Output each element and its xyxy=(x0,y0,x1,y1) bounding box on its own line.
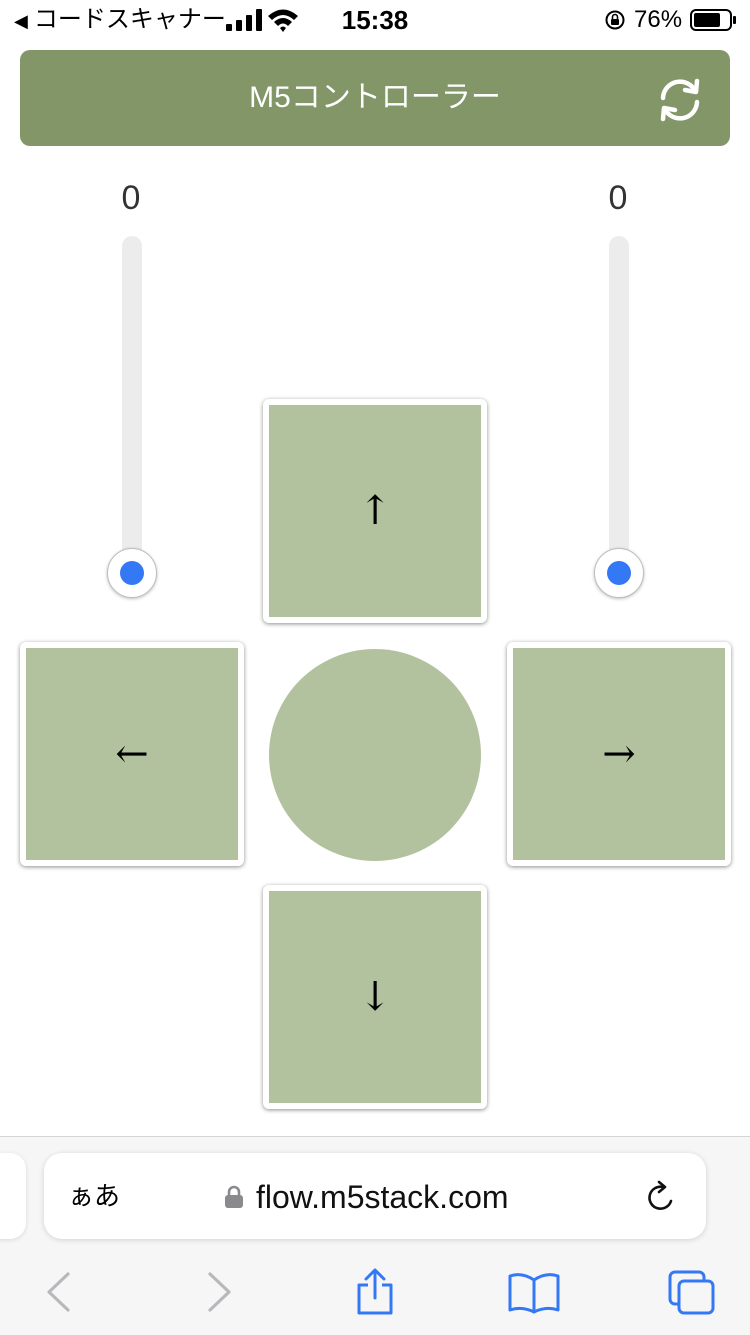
orientation-lock-icon xyxy=(605,10,625,30)
previous-tab-preview[interactable] xyxy=(0,1153,26,1239)
up-arrow-icon: ↑ xyxy=(358,488,392,534)
reload-icon[interactable] xyxy=(644,1179,678,1215)
left-arrow-icon: ← xyxy=(115,731,149,777)
right-slider-track[interactable] xyxy=(609,236,629,576)
address-bar[interactable]: ぁあ flow.m5stack.com xyxy=(44,1153,706,1239)
right-button[interactable]: → xyxy=(507,642,731,866)
cellular-signal-icon xyxy=(226,9,262,31)
back-triangle-icon: ◀ xyxy=(14,11,28,31)
share-icon[interactable] xyxy=(354,1268,396,1316)
tabs-icon[interactable] xyxy=(666,1268,716,1316)
wifi-icon xyxy=(268,9,298,32)
back-chevron-icon[interactable] xyxy=(44,1268,72,1316)
page-title: M5コントローラー xyxy=(249,81,501,114)
lock-icon xyxy=(225,1185,243,1208)
battery-icon xyxy=(690,9,736,31)
center-button[interactable] xyxy=(269,649,481,861)
status-bar: ◀コードスキャナー 15:38 76% xyxy=(0,0,750,40)
back-to-app-link[interactable]: ◀コードスキャナー xyxy=(14,6,226,35)
left-slider-thumb[interactable] xyxy=(107,548,157,598)
up-button[interactable]: ↑ xyxy=(263,399,487,623)
right-slider-thumb[interactable] xyxy=(594,548,644,598)
battery-percentage: 76% xyxy=(634,6,683,33)
refresh-icon[interactable] xyxy=(656,76,704,124)
right-arrow-icon: → xyxy=(602,731,636,777)
left-slider-thumb-dot xyxy=(120,561,144,585)
down-arrow-icon: ↓ xyxy=(358,974,392,1020)
page-settings-button[interactable]: ぁあ xyxy=(68,1181,121,1211)
app-header: M5コントローラー xyxy=(20,50,730,146)
browser-bottom-bar: ぁあ flow.m5stack.com xyxy=(0,1136,750,1335)
url-text[interactable]: flow.m5stack.com xyxy=(256,1179,509,1215)
left-slider-track[interactable] xyxy=(122,236,142,576)
left-slider-value: 0 xyxy=(121,179,141,217)
down-button[interactable]: ↓ xyxy=(263,885,487,1109)
back-app-label: コードスキャナー xyxy=(33,6,226,33)
right-slider-thumb-dot xyxy=(607,561,631,585)
right-slider-value: 0 xyxy=(608,179,628,217)
left-button[interactable]: ← xyxy=(20,642,244,866)
clock-time: 15:38 xyxy=(341,5,409,35)
bookmarks-icon[interactable] xyxy=(506,1268,562,1316)
forward-chevron-icon[interactable] xyxy=(206,1268,234,1316)
